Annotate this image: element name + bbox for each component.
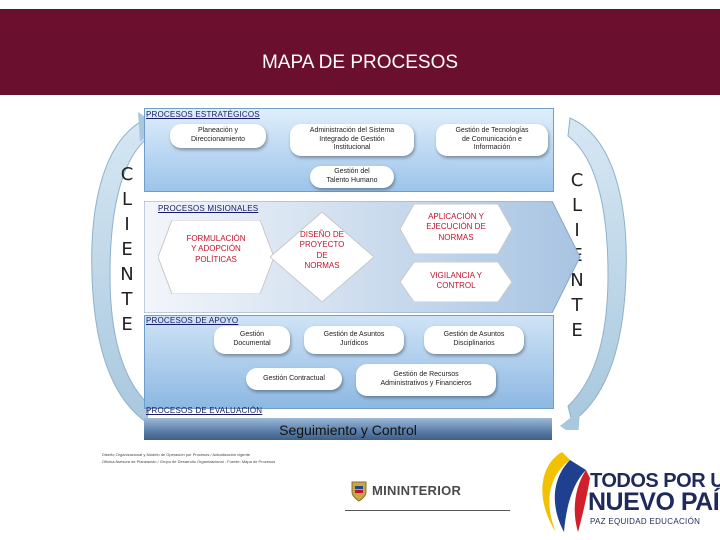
diseno-diamond: [270, 212, 374, 302]
evaluation-bar: [144, 418, 552, 440]
colombia-ribbon-logo-icon: [542, 452, 590, 532]
ministry-logo-text: MININTERIOR: [372, 483, 462, 498]
logo-divider: [345, 510, 510, 511]
vigilancia-label: VIGILANCIA Y CONTROL: [430, 271, 482, 291]
footnote-line-2: Oficina Asesora de Planeación / Grupo de…: [102, 459, 276, 464]
right-cycle-arrow-icon: [560, 117, 627, 430]
process-contractual: Gestión Contractual: [246, 368, 342, 390]
coat-of-arms-icon: [351, 481, 367, 502]
formulacion-label: FORMULACIÓN Y ADOPCIÓN POLÍTICAS: [186, 234, 246, 264]
strategic-processes-label: PROCESOS ESTRATÉGICOS: [146, 110, 260, 119]
process-recursos: Gestión de Recursos Administrativos y Fi…: [356, 364, 496, 396]
clientes-left-label: C L I E N T E: [120, 164, 134, 335]
support-processes-label: PROCESOS DE APOYO: [146, 316, 239, 325]
aplicacion-diamond: [400, 204, 512, 254]
process-talento-humano: Gestión del Talento Humano: [310, 166, 394, 188]
missional-processes-label: PROCESOS MISIONALES: [158, 204, 259, 213]
page-title: MAPA DE PROCESOS: [261, 52, 459, 73]
slogan-line-3: PAZ EQUIDAD EDUCACIÓN: [590, 517, 701, 526]
footnote-line-1: Diseño Organizacional y Modelo de Operac…: [102, 452, 251, 457]
formulacion-diamond: [158, 220, 274, 294]
header-bar: [0, 9, 720, 95]
aplicacion-label: APLICACIÓN Y EJECUCIÓN DE NORMAS: [426, 212, 486, 242]
process-documental: Gestión Documental: [214, 326, 290, 354]
evaluation-processes-label: PROCESOS DE EVALUACIÓN: [146, 406, 263, 415]
process-planeacion: Planeación y Direccionamiento: [170, 124, 266, 148]
vigilancia-diamond: [400, 262, 512, 302]
diseno-label: DISEÑO DE PROYECTO DE NORMAS: [299, 230, 345, 271]
slogan-line-1: TODOS POR UN: [590, 470, 720, 492]
process-juridicos: Gestión de Asuntos Jurídicos: [304, 326, 404, 354]
slogan-line-2: NUEVO PAÍS: [588, 488, 720, 516]
process-disciplinarios: Gestión de Asuntos Disciplinarios: [424, 326, 524, 354]
process-sistema-integrado: Administración del Sistema Integrado de …: [290, 124, 414, 156]
evaluation-title: Seguimiento y Control: [279, 422, 417, 438]
process-tecnologias: Gestión de Tecnologías de Comunicación e…: [436, 124, 548, 156]
